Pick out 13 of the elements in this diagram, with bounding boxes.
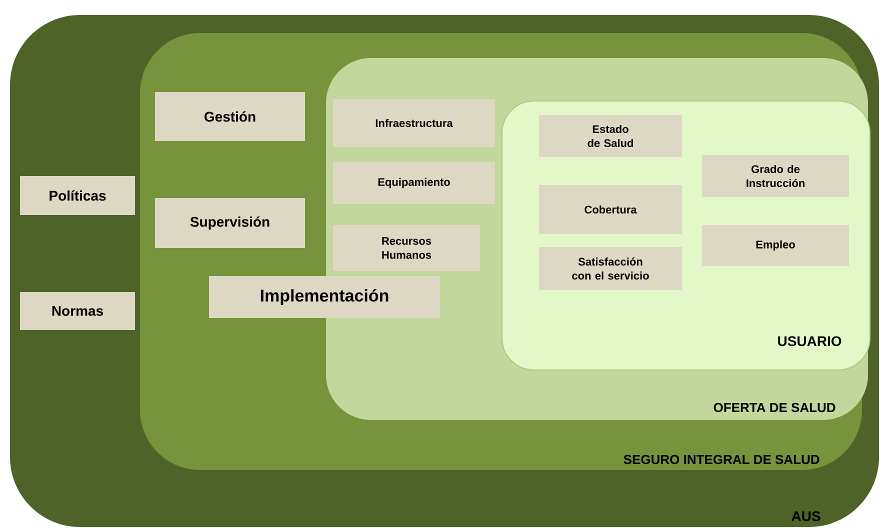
- label-box: Infraestructura: [333, 99, 495, 147]
- label-box: Implementación: [209, 276, 440, 318]
- label-box: Estado de Salud: [539, 115, 682, 157]
- label-box: Gestión: [155, 92, 305, 141]
- label-box: Supervisión: [155, 198, 305, 248]
- label-box: Políticas: [20, 176, 135, 215]
- label-box: Cobertura: [539, 185, 682, 234]
- label-box: Grado de Instrucción: [702, 155, 849, 197]
- label-box: Empleo: [702, 225, 849, 266]
- label-box: Satisfacción con el servicio: [539, 247, 682, 290]
- label-box: Normas: [20, 292, 135, 330]
- label-box: Recursos Humanos: [333, 225, 480, 271]
- label-box: Equipamiento: [333, 162, 495, 204]
